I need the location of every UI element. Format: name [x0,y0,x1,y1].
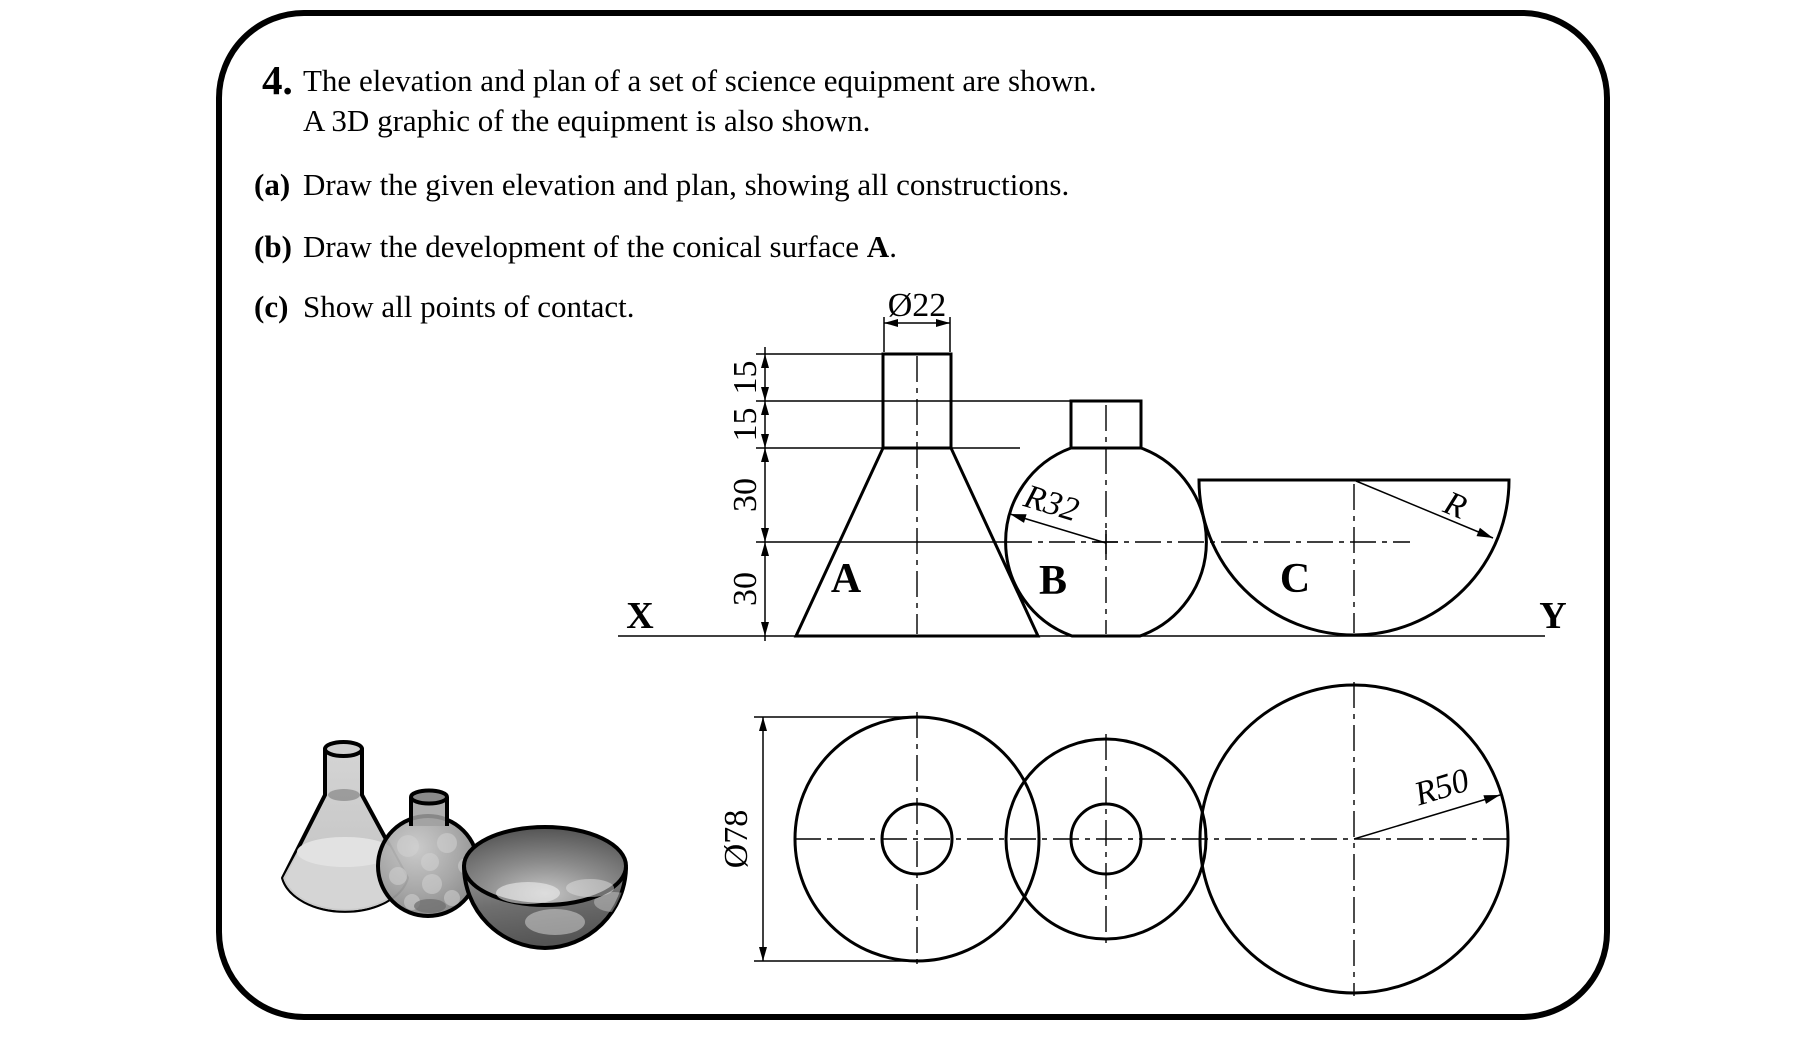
dim-cone-base-diameter-text: Ø78 [718,810,755,869]
bowl-c-outline [1197,478,1511,637]
dim-bowl-radius-plan: R50 [1353,762,1501,840]
question-part-c: (c) Show all points of contact. [254,289,634,325]
dim-neck-diameter: Ø22 [884,287,950,327]
question-part-a: (a) Draw the given elevation and plan, sh… [254,167,1069,203]
sphere-b-elevation [1004,399,1208,638]
intro-line-1: The elevation and plan of a set of scien… [303,63,1097,98]
question-intro: The elevation and plan of a set of scien… [303,61,1097,141]
dim-cone-base-diameter: Ø78 [718,716,919,962]
dimension-chain: 15 15 30 30 [727,347,769,641]
part-b-tail: . [889,229,897,264]
sphere-b-plan-circle [1004,737,1208,941]
part-c-text: Show all points of contact. [303,289,635,324]
part-a-label: (a) [254,167,291,202]
part-b-text: Draw the development of the conical surf… [303,229,867,264]
dim-sphere-radius: R32 [1009,478,1107,544]
intro-line-2: A 3D graphic of the equipment is also sh… [303,103,871,138]
equipment-3d-graphic [281,740,628,950]
plan-centre-lines [795,682,1510,996]
dim-sphere-radius-text: R32 [1019,478,1083,530]
dim-15-lower: 15 [727,408,764,442]
cone-a-neck-plan-circle [880,802,954,876]
part-b-label: (b) [254,229,292,264]
question-number: 4. [262,57,293,103]
dim-bowl-radius-elevation: R [1355,480,1494,539]
label-bowl-c: C [1280,556,1310,602]
dim-neck-diameter-text: Ø22 [888,287,947,324]
bowl-3d [462,825,628,950]
elevation-centre-lines [916,356,1410,634]
dim-30-upper: 30 [727,478,764,512]
part-b-bold-ref: A [866,229,890,264]
question-part-b: (b) Draw the development of the conical s… [254,229,897,265]
conical-flask-3d [281,740,409,913]
elevation-extension-lines [756,317,1071,543]
bowl-c-elevation [1197,478,1511,637]
label-sphere-b: B [1039,558,1067,604]
sphere-b-outline [1004,446,1208,638]
cone-a-elevation [793,352,1041,638]
part-c-label: (c) [254,289,289,324]
dim-15-upper: 15 [727,361,764,395]
label-x: X [626,595,653,637]
round-flask-3d [376,788,480,918]
plan-view: Ø78 R50 [718,682,1510,996]
sphere-b-neck-plan-circle [1069,802,1143,876]
label-cone-a: A [831,556,862,602]
dim-bowl-radius-text: R [1438,484,1472,527]
elevation-view: 15 15 30 30 Ø22 [618,287,1567,641]
dim-30-lower: 30 [727,572,764,606]
label-y: Y [1539,595,1566,637]
sphere-b-centre-cross [1094,530,1118,554]
bowl-c-plan-circle [1198,683,1510,995]
cone-a-outline [793,447,1041,638]
part-a-text: Draw the given elevation and plan, showi… [303,167,1070,202]
